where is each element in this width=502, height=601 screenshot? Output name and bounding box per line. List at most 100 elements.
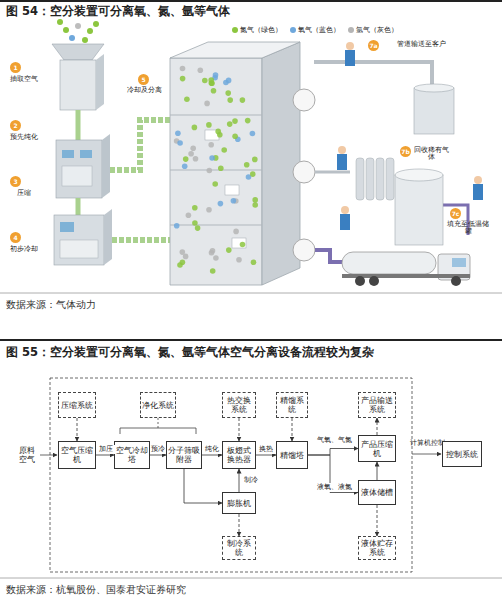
edge-label: 加压	[97, 445, 115, 454]
gas-particle	[195, 225, 201, 231]
rule-line	[0, 339, 502, 341]
edge-label: 制冷	[242, 476, 260, 485]
product-pipe	[443, 205, 468, 235]
distillation-column	[170, 42, 300, 58]
source-note: 数据来源：气体动力	[6, 299, 486, 311]
gas-particle	[233, 229, 239, 235]
rule-line	[0, 0, 502, 2]
flow-arrow	[239, 418, 240, 441]
purifier-unit	[76, 110, 81, 140]
gas-particle	[211, 88, 217, 94]
tanker-truck	[342, 252, 436, 274]
callout-number: 4	[10, 232, 21, 243]
gas-particle	[183, 156, 189, 162]
gas-particle	[223, 80, 229, 86]
figure-title: 图 54：空分装置可分离氧、氮、氩等气体	[6, 5, 230, 19]
flow-arrow	[202, 455, 222, 456]
callout-number: 1	[10, 62, 21, 73]
product-pipe	[314, 62, 432, 88]
compressor-unit	[62, 150, 74, 158]
worker-figure	[340, 214, 350, 230]
compressor-unit	[102, 134, 110, 198]
box-text: 空气冷却塔	[116, 446, 148, 464]
step-label: 回收稀有气体	[413, 147, 449, 162]
gas-particle	[182, 164, 188, 170]
gas-particle	[250, 131, 256, 137]
rule-line	[0, 1, 502, 578]
cooler-unit	[60, 222, 74, 232]
callout-number: 3	[10, 176, 21, 187]
cooler-unit	[104, 209, 112, 265]
flow-arrow	[239, 469, 240, 492]
tanker-truck	[451, 276, 461, 286]
legend-text: 氮气（绿色）	[240, 26, 282, 34]
product-pipe	[315, 250, 342, 262]
gas-particle	[204, 101, 210, 107]
gas-particle	[202, 78, 208, 84]
flow-arrow	[308, 455, 358, 493]
cooler-unit	[60, 240, 98, 258]
box-text: 压缩系统	[61, 401, 93, 410]
gas-particle	[184, 96, 190, 102]
box-text: 热交换系统	[224, 396, 254, 414]
purifier-unit	[96, 54, 104, 110]
gas-particle	[213, 255, 219, 261]
callout-number: 2	[10, 120, 21, 131]
box-text: 液体贮存系统	[360, 539, 394, 557]
worker-figure	[337, 154, 347, 170]
gas-particle	[208, 77, 214, 83]
process-box: 产品压缩机	[358, 435, 396, 462]
distillation-column	[232, 238, 246, 248]
callout-number: 7c	[450, 208, 461, 219]
gas-particle	[252, 197, 258, 203]
box-text: 精馏塔	[280, 451, 304, 460]
flow-arrow	[377, 462, 378, 480]
gas-particle	[232, 118, 238, 124]
distillation-column	[170, 42, 315, 285]
legend-swatch	[232, 27, 238, 33]
system-box: 液体贮存系统	[358, 536, 396, 560]
worker-figure	[338, 146, 346, 154]
box-text: 产品输送系统	[360, 396, 394, 414]
rule-line	[0, 293, 502, 294]
box-text: 控制系统	[446, 450, 478, 459]
process-box: 膨胀机	[222, 492, 256, 514]
box-text: 制冷系统	[224, 539, 254, 557]
box-text: 产品压缩机	[360, 440, 394, 458]
gas-particle	[240, 242, 246, 248]
flow-arrow	[77, 418, 78, 441]
distillation-column	[293, 89, 315, 111]
flow-arrow	[377, 505, 378, 536]
distillation-column	[225, 185, 239, 195]
gas-particle	[252, 157, 258, 163]
step-label: 预先纯化	[2, 133, 46, 141]
gas-particle	[206, 207, 212, 213]
gas-particle	[177, 140, 183, 146]
process-box: 空气冷却塔	[114, 441, 150, 469]
tanker-truck	[452, 258, 466, 267]
air-intake	[63, 27, 69, 33]
distillation-column	[170, 115, 262, 116]
storage-tank	[395, 169, 443, 181]
step-label: 压缩	[2, 189, 46, 197]
storage-tank	[376, 158, 384, 200]
process-box: 分子筛吸附器	[166, 441, 202, 469]
gas-particle	[244, 162, 250, 168]
edge-label: 气氧、气氮	[311, 436, 357, 445]
compressor-unit	[62, 166, 92, 186]
storage-tank	[414, 88, 454, 134]
system-box: 热交换系统	[222, 392, 256, 418]
air-intake	[87, 28, 93, 34]
gas-particle	[180, 259, 186, 265]
flowchart-frame	[50, 378, 412, 572]
rule-line	[0, 578, 502, 579]
flow-arrow	[308, 449, 358, 456]
cooler-unit	[54, 215, 104, 265]
gas-particle	[193, 156, 199, 162]
gas-particle	[232, 134, 238, 140]
gas-particle	[183, 254, 189, 260]
product-pipe	[314, 62, 468, 262]
gas-particle	[231, 198, 237, 204]
gas-particle	[175, 131, 181, 137]
process-box: 板翅式换热器	[222, 441, 256, 469]
